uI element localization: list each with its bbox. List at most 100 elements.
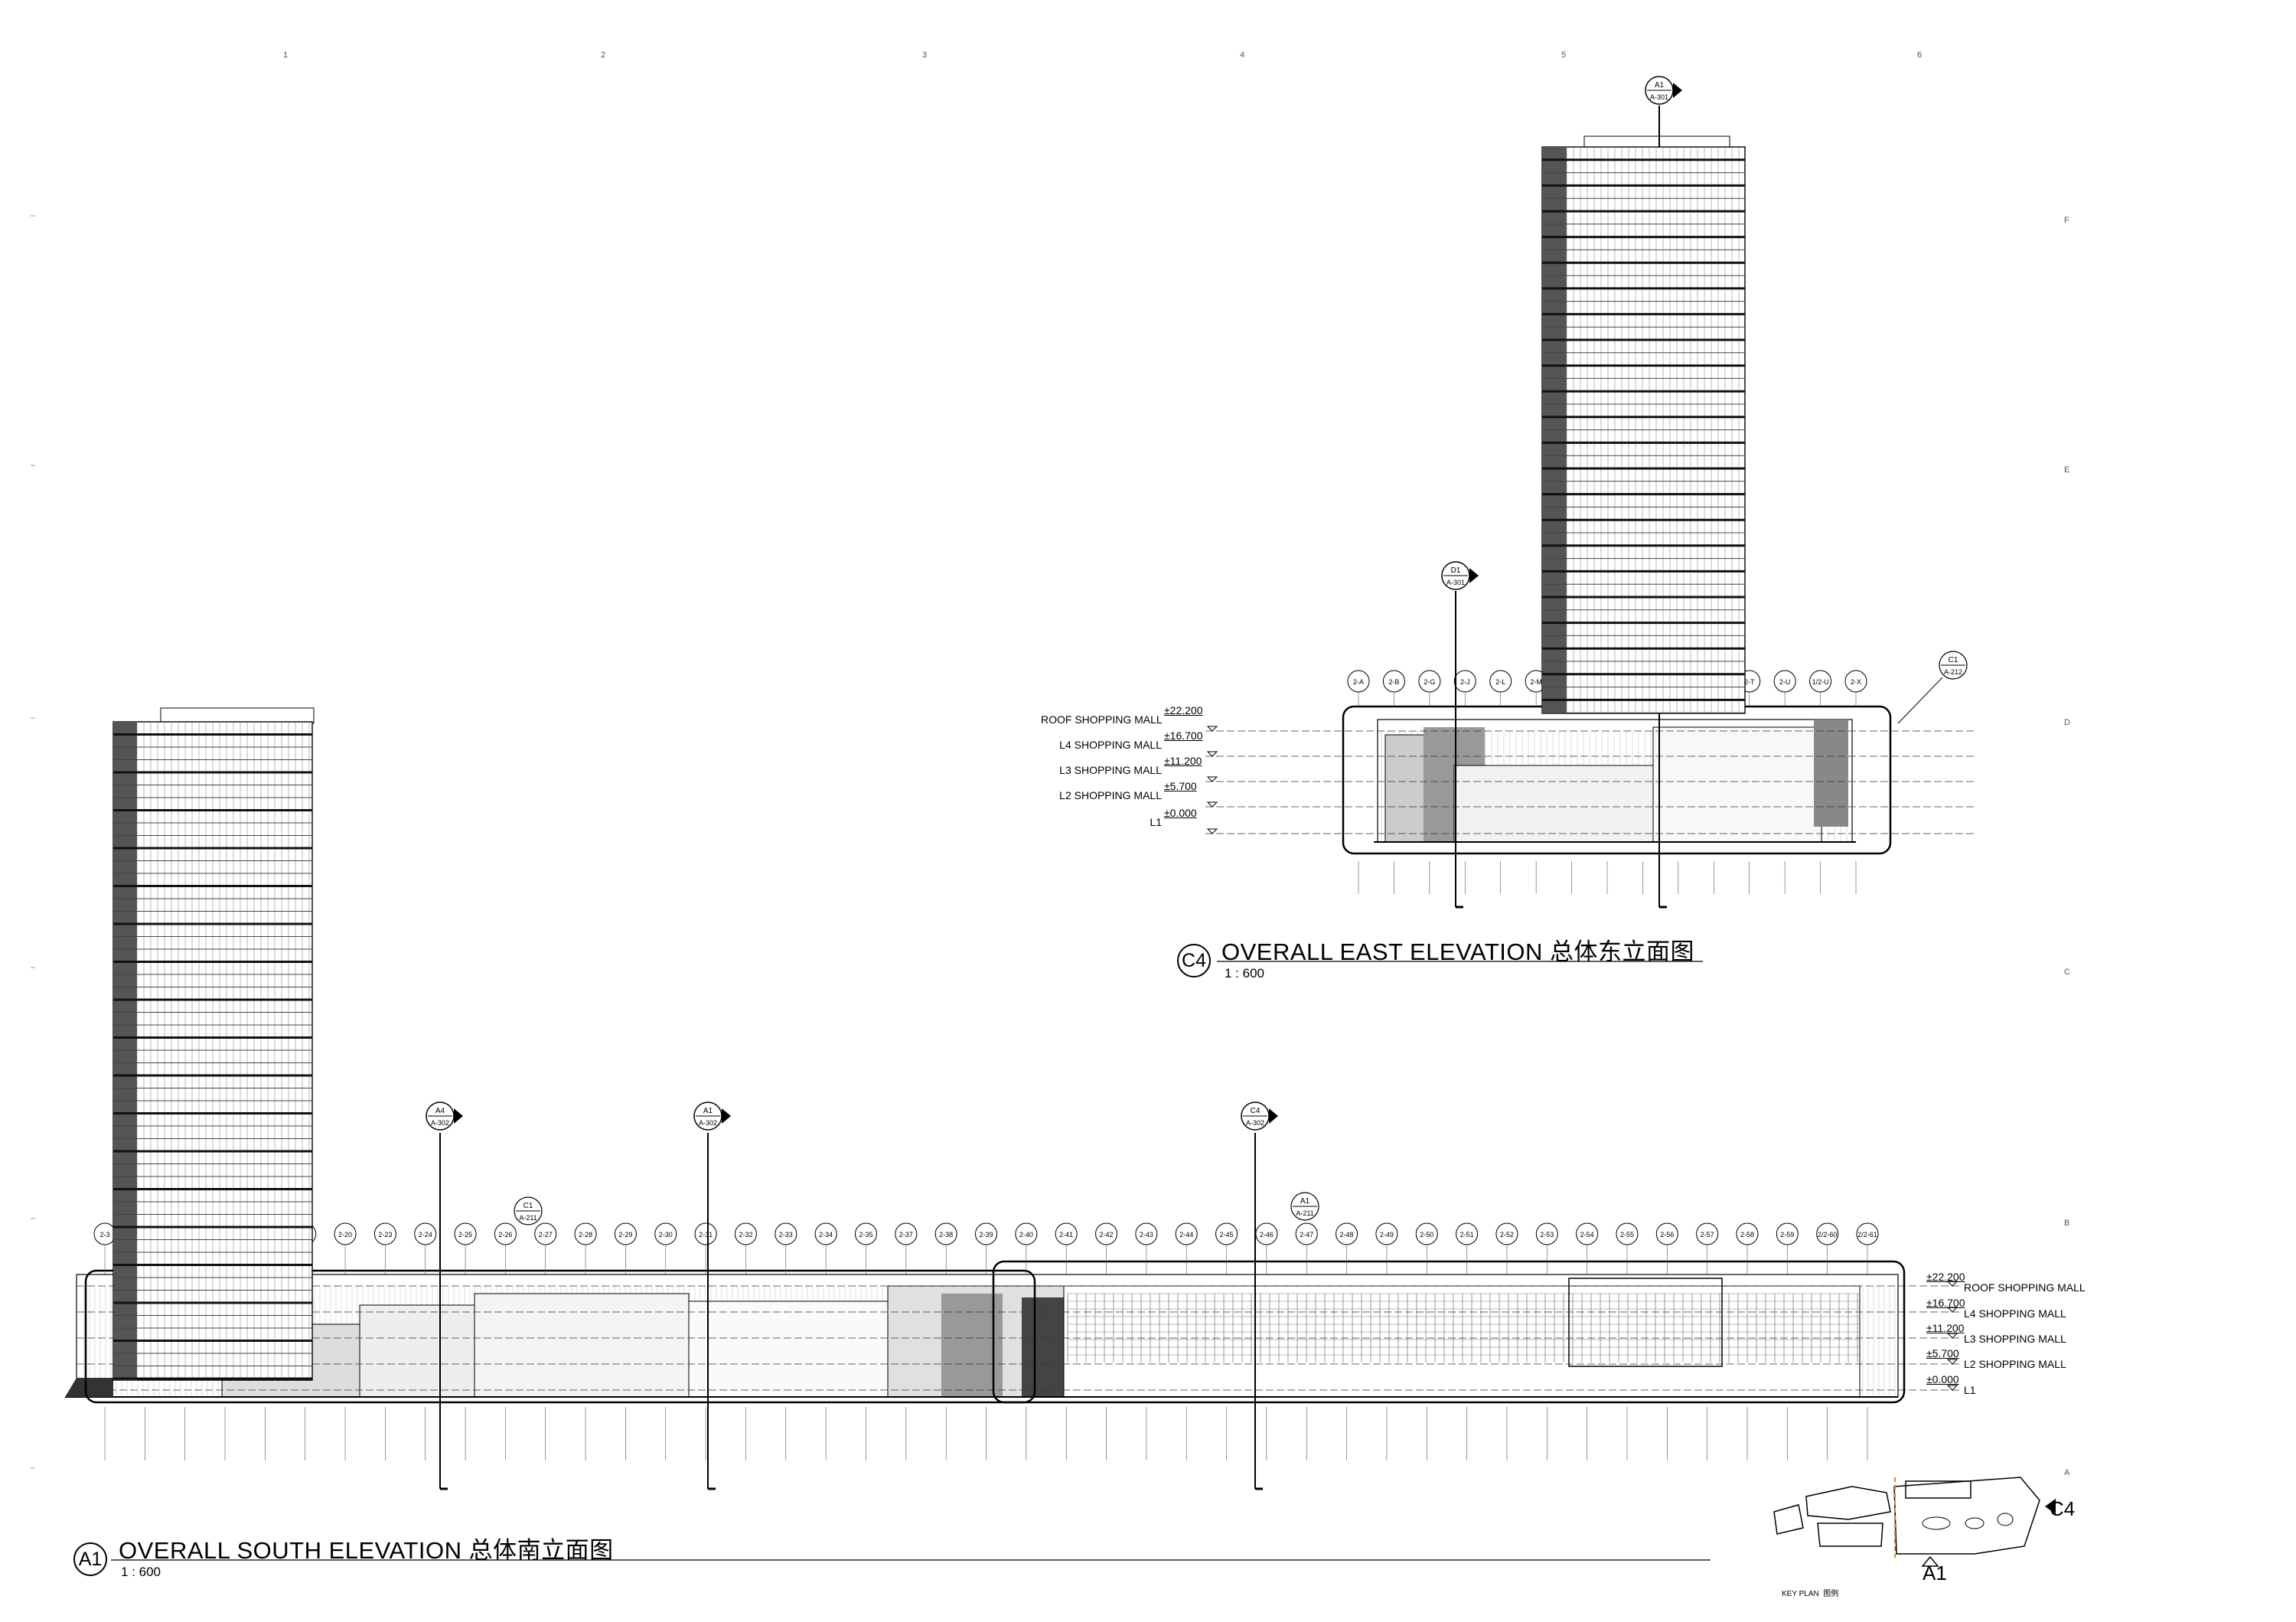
south-section-marker-arrow bbox=[1269, 1108, 1278, 1124]
south-level-value-l4: ±16.700 bbox=[1926, 1297, 1965, 1309]
east-grid-bubble-label: 2-T bbox=[1744, 678, 1755, 686]
south-section-marker-bottom: A-302 bbox=[1246, 1119, 1264, 1127]
south-grid-bubble-label: 2-31 bbox=[699, 1231, 713, 1239]
sheet-column-number: 2 bbox=[601, 51, 606, 60]
south-grid-bubble: 2-43 bbox=[1135, 1222, 1158, 1460]
key-plan-east-arrow bbox=[2045, 1499, 2056, 1514]
level-marker-triangle bbox=[1946, 1385, 1958, 1391]
east-callout-tag-bottom: A-212 bbox=[1944, 668, 1962, 676]
south-podium-block bbox=[688, 1301, 889, 1398]
key-plan-tower bbox=[1905, 1480, 1971, 1499]
south-grid-bubble: 2-56 bbox=[1655, 1222, 1678, 1460]
south-grid-bubble-label: 2-48 bbox=[1340, 1231, 1354, 1239]
east-elevation-badge: C4 bbox=[1177, 944, 1211, 977]
south-grid-bubble: 2-37 bbox=[895, 1222, 918, 1460]
east-podium-dark-facade bbox=[1814, 720, 1848, 827]
key-plan-building bbox=[1805, 1486, 1891, 1520]
south-podium-block bbox=[1063, 1285, 1861, 1398]
east-level-label-l4: L4 SHOPPING MALL bbox=[1059, 739, 1162, 751]
south-grid-bubble: 2-54 bbox=[1576, 1222, 1599, 1460]
east-callout-leader bbox=[1897, 677, 1943, 724]
south-grid-bubble: 2-57 bbox=[1696, 1222, 1719, 1460]
south-grid-bubble: 2-20 bbox=[334, 1222, 357, 1460]
south-grid-bubble-label: 2-54 bbox=[1580, 1231, 1594, 1239]
key-plan-atrium bbox=[1922, 1516, 1951, 1530]
south-grid-bubble: 2-45 bbox=[1215, 1222, 1238, 1460]
south-grid-bubble-label: 2-42 bbox=[1100, 1231, 1114, 1239]
east-level-value-roof: ±22.200 bbox=[1164, 704, 1203, 716]
south-callout-tag-top: A1 bbox=[1300, 1197, 1310, 1206]
sheet-row-letter: C bbox=[2064, 968, 2070, 977]
south-section-marker-top: C4 bbox=[1251, 1107, 1261, 1115]
south-level-value-roof: ±22.200 bbox=[1926, 1271, 1965, 1283]
east-grid-bubble-label: 2-A bbox=[1353, 678, 1364, 686]
south-callout-tag-bottom: A-211 bbox=[519, 1214, 536, 1222]
east-level-value-l1: ±0.000 bbox=[1164, 807, 1197, 819]
south-grid-bubble: 2-52 bbox=[1495, 1222, 1518, 1460]
south-grid-bubble: 2-27 bbox=[534, 1222, 557, 1460]
east-section-marker-bottom: A-301 bbox=[1650, 93, 1668, 101]
south-grid-bubble-label: 2-27 bbox=[539, 1231, 553, 1239]
south-podium-dark-facade bbox=[941, 1294, 1003, 1397]
south-grid-bubble: 2-34 bbox=[814, 1222, 837, 1460]
south-grid-bubble: 2-53 bbox=[1535, 1222, 1558, 1460]
sheet-row-letter: E bbox=[2064, 465, 2070, 475]
south-grid-bubble-label: 2/2-60 bbox=[1818, 1231, 1838, 1239]
east-grid-bubble-label: 2-U bbox=[1779, 678, 1791, 686]
south-tower bbox=[113, 721, 313, 1381]
key-plan-building bbox=[1817, 1522, 1883, 1547]
sheet-row-letter: B bbox=[2064, 1219, 2070, 1228]
key-plan bbox=[1773, 1477, 2056, 1567]
south-level-label-l1: L1 bbox=[1964, 1384, 1976, 1396]
sheet-row-letter: D bbox=[2064, 718, 2070, 727]
east-tower bbox=[1541, 146, 1746, 714]
east-grid-bubble-label: 2-B bbox=[1388, 678, 1399, 686]
south-section-marker-top: A1 bbox=[703, 1107, 713, 1115]
level-marker-triangle bbox=[1206, 751, 1218, 757]
south-grid-bubble: 2-31 bbox=[694, 1222, 717, 1460]
south-level-label-roof: ROOF SHOPPING MALL bbox=[1964, 1281, 2086, 1294]
level-marker-triangle bbox=[1946, 1307, 1958, 1313]
south-grid-bubble-label: 2-53 bbox=[1540, 1231, 1554, 1239]
south-grid-bubble-label: 2-3 bbox=[99, 1231, 109, 1239]
south-level-label-l2: L2 SHOPPING MALL bbox=[1964, 1358, 2066, 1370]
south-grid-bubble: 2-26 bbox=[494, 1222, 517, 1460]
east-section-marker-arrow bbox=[1469, 568, 1479, 583]
south-grid-bubble-label: 2-47 bbox=[1300, 1231, 1313, 1239]
level-marker-triangle bbox=[1206, 801, 1218, 808]
south-grid-bubble: 2/2-60 bbox=[1816, 1222, 1839, 1460]
east-grid-bubble: 2-X bbox=[1844, 670, 1867, 894]
south-section-marker-bottom: A-302 bbox=[431, 1119, 449, 1127]
south-ramp bbox=[65, 1378, 113, 1397]
south-callout-tag-bottom: A-211 bbox=[1296, 1209, 1313, 1217]
east-level-label-l2: L2 SHOPPING MALL bbox=[1059, 789, 1162, 801]
key-plan-label: KEY PLAN 图例 bbox=[1782, 1590, 1839, 1598]
east-level-value-l2: ±5.700 bbox=[1164, 780, 1197, 792]
south-grid-bubble-label: 2-49 bbox=[1380, 1231, 1394, 1239]
east-level-value-l4: ±16.700 bbox=[1164, 729, 1203, 742]
south-grid-bubble: 2-58 bbox=[1736, 1222, 1759, 1460]
south-grid-bubble-label: 2-32 bbox=[739, 1231, 752, 1239]
south-grid-bubble-label: 2-26 bbox=[498, 1231, 512, 1239]
south-level-value-l2: ±5.700 bbox=[1926, 1347, 1959, 1359]
south-grid-bubble-label: 2-43 bbox=[1140, 1231, 1153, 1239]
level-marker-triangle bbox=[1206, 726, 1218, 732]
south-grid-bubble-label: 2-33 bbox=[779, 1231, 793, 1239]
south-grid-bubble: 2/2-61 bbox=[1856, 1222, 1879, 1460]
south-grid-bubble-label: 2-39 bbox=[979, 1231, 993, 1239]
south-grid-bubble-label: 2-56 bbox=[1660, 1231, 1674, 1239]
south-callout-tag: A1A-211 bbox=[1290, 1192, 1319, 1221]
level-marker-triangle bbox=[1206, 776, 1218, 782]
east-grid-bubble: 2-M bbox=[1525, 670, 1548, 894]
level-marker-triangle bbox=[1946, 1281, 1958, 1287]
south-grid-bubble-label: 2-55 bbox=[1620, 1231, 1634, 1239]
south-grid-bubble-label: 2-46 bbox=[1260, 1231, 1274, 1239]
south-grid-bubble-label: 2-30 bbox=[659, 1231, 673, 1239]
sheet-row-letter: F bbox=[2064, 216, 2069, 225]
sheet-column-number: 3 bbox=[922, 51, 928, 60]
south-grid-bubble: 2-33 bbox=[775, 1222, 797, 1460]
south-grid-bubble: 2-39 bbox=[975, 1222, 997, 1460]
south-grid-bubble: 2-38 bbox=[934, 1222, 957, 1460]
south-grid-bubble-label: 2-23 bbox=[378, 1231, 392, 1239]
